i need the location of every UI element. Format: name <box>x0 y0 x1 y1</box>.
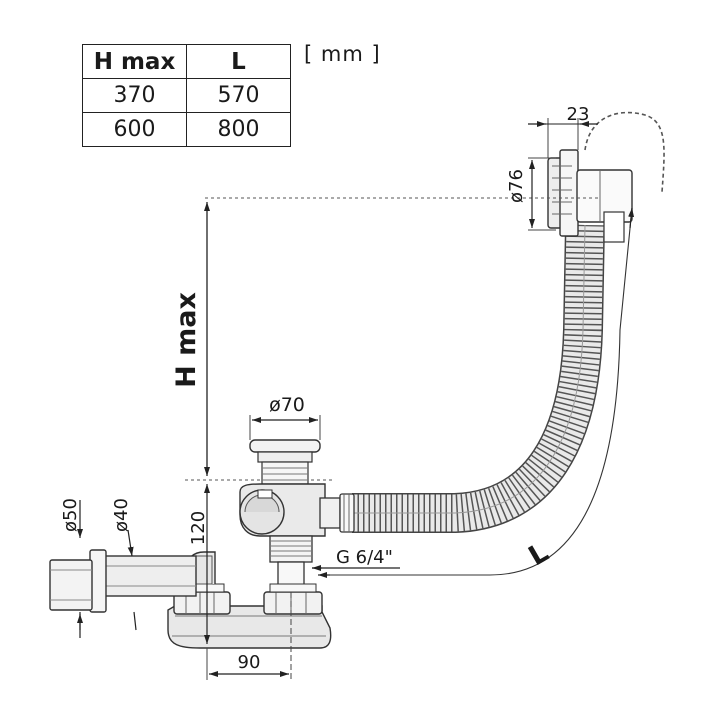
table-header-hmax: H max <box>82 44 187 79</box>
plug-diameter-label: ø70 <box>269 394 305 416</box>
hmax-dimension: H max <box>171 202 210 476</box>
hmax-label: H max <box>171 292 202 388</box>
table-header-row: H max L <box>82 44 291 79</box>
trap-offset-label: 90 <box>238 652 261 673</box>
table-header-l: L <box>186 44 291 79</box>
overflow-head <box>547 111 665 243</box>
outlet-inner-diameter-label: ø40 <box>111 498 132 532</box>
table-cell: 800 <box>186 112 291 147</box>
outlet-diameter-dimensions: ø50 ø40 <box>60 498 137 638</box>
trap-height-dimension: 120 <box>188 484 210 644</box>
length-label: L <box>524 537 554 572</box>
overflow-diameter-dimension: ø76 <box>506 157 556 231</box>
waste-outlet <box>239 439 355 593</box>
table-row: 600 800 <box>82 112 291 147</box>
thread-dimension: G 6/4" <box>312 547 400 571</box>
flexible-hose <box>352 224 605 533</box>
overflow-diameter-label: ø76 <box>506 169 527 203</box>
table-row: 370 570 <box>82 78 291 113</box>
outlet-outer-diameter-label: ø50 <box>60 498 81 532</box>
overflow-width-dimension: 23 <box>528 104 598 158</box>
units-label: [ mm ] <box>304 42 381 66</box>
thread-label: G 6/4" <box>336 547 393 568</box>
plug-diameter-dimension: ø70 <box>249 394 321 440</box>
trap-height-label: 120 <box>188 511 209 545</box>
size-table: H max L 370 570 600 800 <box>82 44 291 147</box>
overflow-width-label: 23 <box>567 104 590 125</box>
table-cell: 600 <box>82 112 187 147</box>
trap-offset-dimension: 90 <box>206 592 292 680</box>
